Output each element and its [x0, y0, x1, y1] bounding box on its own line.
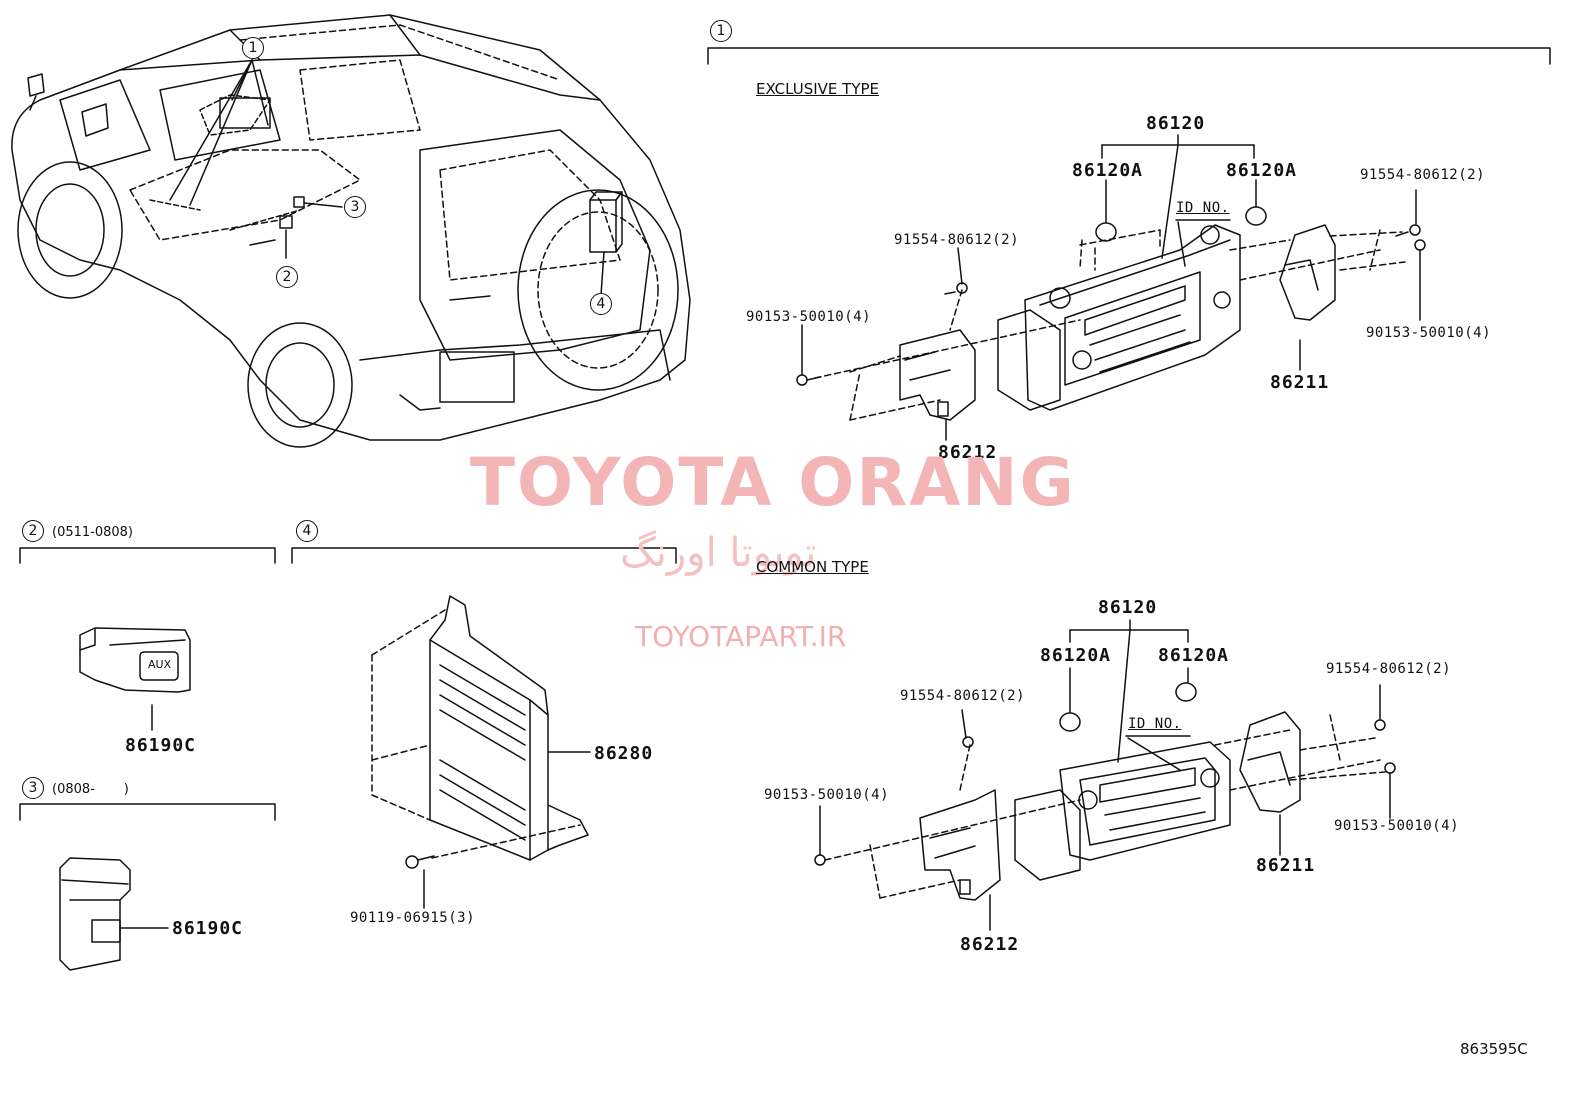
callout-1-section: 1 — [710, 20, 732, 42]
callout-3-section: 3 — [22, 777, 44, 799]
watermark-url: TOYOTAPART.IR — [635, 620, 847, 653]
callout-2-vehicle: 2 — [276, 266, 298, 288]
section-2-bracket — [19, 547, 276, 564]
reference-code: 863595C — [1460, 1040, 1528, 1058]
amplifier-86280 — [371, 595, 591, 909]
aux-switch-text: AUX — [148, 658, 172, 671]
exclusive-bolt-right-label: 90153-50010(4) — [1366, 325, 1492, 341]
common-86212-label: 86212 — [960, 934, 1020, 955]
exclusive-id-no: ID NO. — [1176, 200, 1230, 216]
section-3-range: (0808- ) — [52, 782, 129, 797]
amplifier-86280-label: 86280 — [594, 743, 654, 764]
callout-1-vehicle: 1 — [242, 37, 264, 59]
section-3-bracket — [19, 803, 276, 821]
common-86120A-right-label: 86120A — [1158, 645, 1230, 666]
common-bolt-right-label: 90153-50010(4) — [1334, 818, 1460, 834]
aux-switch-3-label: 86190C — [172, 918, 244, 939]
vehicle-drawing — [11, 14, 691, 448]
common-bolt-left-label: 90153-50010(4) — [764, 787, 890, 803]
aux-switch-2 — [79, 627, 191, 731]
exclusive-screw-left-label: 91554-80612(2) — [894, 232, 1020, 248]
watermark-persian: تویوتا اورنگ — [620, 530, 817, 576]
common-screw-left-label: 91554-80612(2) — [900, 688, 1026, 704]
common-86120-label: 86120 — [1098, 597, 1158, 618]
amplifier-bolt-label: 90119-06915(3) — [350, 910, 476, 926]
common-86211-label: 86211 — [1256, 855, 1316, 876]
watermark-title: TOYOTA ORANG — [470, 444, 1076, 521]
aux-switch-2-label: 86190C — [125, 735, 197, 756]
exclusive-type-caption: EXCLUSIVE TYPE — [756, 80, 880, 98]
callout-3-vehicle: 3 — [344, 196, 366, 218]
common-id-no: ID NO. — [1128, 716, 1182, 732]
common-assembly — [814, 619, 1396, 931]
section-4-bracket — [291, 547, 677, 564]
exclusive-86120A-right-label: 86120A — [1226, 160, 1298, 181]
exclusive-bolt-left-label: 90153-50010(4) — [746, 309, 872, 325]
callout-4-section: 4 — [296, 520, 318, 542]
common-type-caption: COMMON TYPE — [756, 558, 869, 576]
callout-4-vehicle: 4 — [590, 293, 612, 315]
exclusive-86212-label: 86212 — [938, 442, 998, 463]
exclusive-screw-right-label: 91554-80612(2) — [1360, 167, 1486, 183]
exclusive-86120-label: 86120 — [1146, 113, 1206, 134]
common-86120A-left-label: 86120A — [1040, 645, 1112, 666]
section-1-bracket — [707, 47, 1551, 65]
exclusive-assembly — [796, 134, 1426, 441]
section-2-range: (0511-0808) — [52, 525, 134, 540]
callout-2-section: 2 — [22, 520, 44, 542]
exclusive-86120A-left-label: 86120A — [1072, 160, 1144, 181]
aux-switch-3 — [59, 857, 169, 971]
exclusive-86211-label: 86211 — [1270, 372, 1330, 393]
common-screw-right-label: 91554-80612(2) — [1326, 661, 1452, 677]
